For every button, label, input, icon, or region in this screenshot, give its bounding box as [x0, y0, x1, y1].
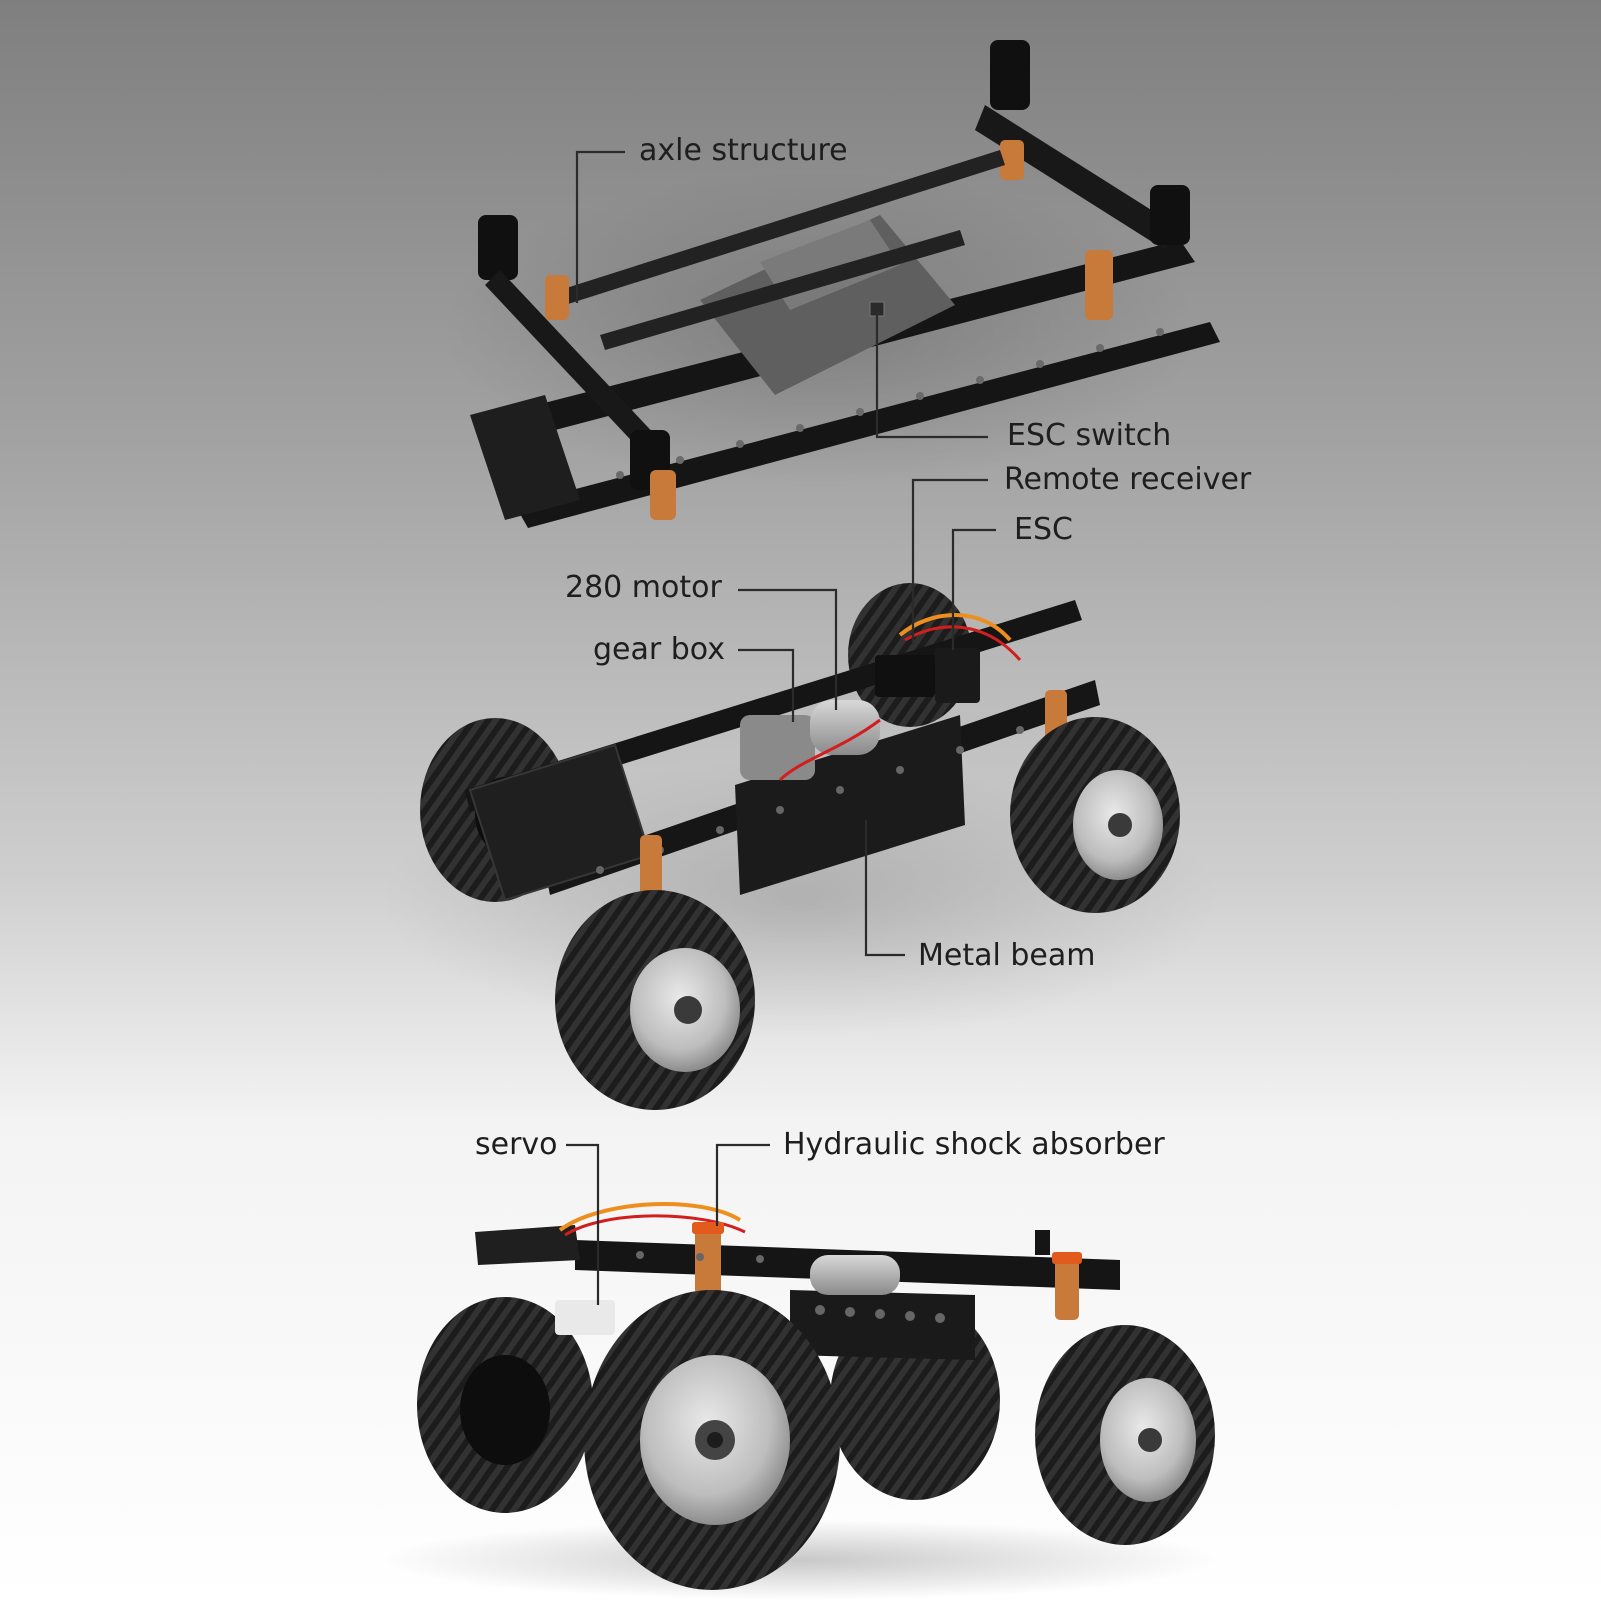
label-hydraulic-shock-absorber: Hydraulic shock absorber: [783, 1127, 1165, 1162]
leader-line-280-motor: [738, 588, 838, 710]
label-axle-structure: axle structure: [639, 133, 848, 168]
leader-line-hydraulic-shock-absorber: [715, 1143, 770, 1226]
label-280-motor: 280 motor: [565, 570, 722, 605]
label-servo: servo: [475, 1127, 558, 1162]
label-esc: ESC: [1014, 512, 1073, 547]
leader-lines: [566, 150, 996, 1305]
leader-line-remote-receiver: [911, 478, 988, 645]
label-esc-switch: ESC switch: [1007, 418, 1172, 453]
leader-line-esc: [951, 528, 996, 650]
leader-line-esc-switch: [875, 307, 988, 439]
label-metal-beam: Metal beam: [918, 938, 1096, 973]
chassis-side-view-icon: [380, 1202, 1220, 1600]
leader-line-axle-structure: [575, 150, 625, 303]
label-gear-box: gear box: [593, 632, 725, 667]
label-remote-receiver: Remote receiver: [1004, 462, 1252, 497]
leader-line-gear-box: [738, 648, 795, 722]
chassis-angled-view-icon: [380, 583, 1220, 1110]
leader-line-servo: [566, 1143, 600, 1305]
leader-line-metal-beam: [864, 820, 905, 957]
chassis-top-view-icon: [440, 40, 1220, 528]
